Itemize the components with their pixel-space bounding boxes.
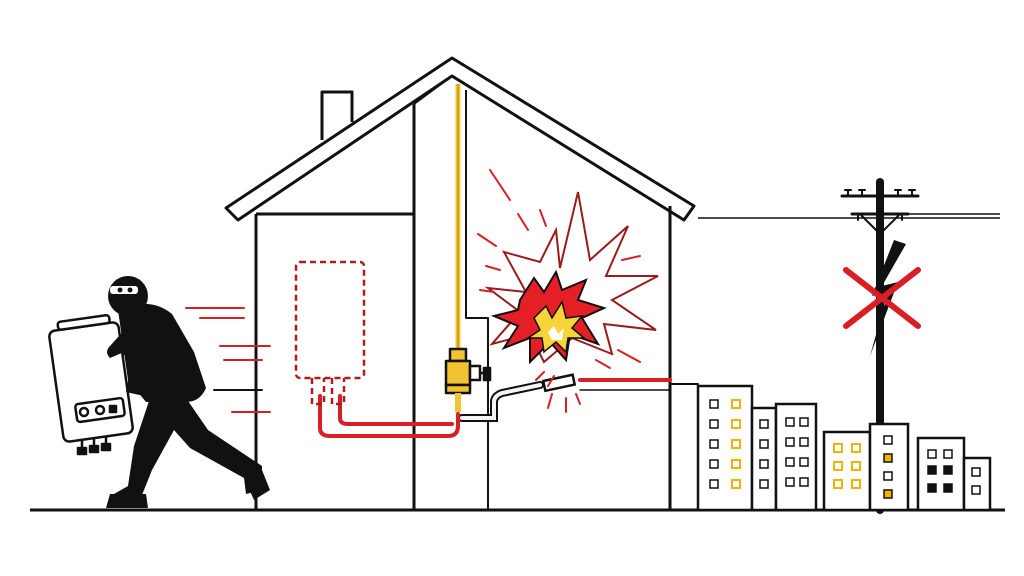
roof <box>224 56 696 222</box>
building-4 <box>822 430 872 512</box>
building-6 <box>916 436 966 512</box>
power-out-x-icon <box>843 267 921 329</box>
building-1 <box>696 384 754 512</box>
supply-pipe <box>458 373 577 422</box>
chimney <box>320 90 354 140</box>
shutoff-valve <box>444 347 492 412</box>
explosion <box>477 169 659 413</box>
power-lines <box>698 213 1000 219</box>
hot-water-pipe <box>318 378 699 438</box>
building-windows <box>709 399 981 499</box>
explosion-outer-burst <box>484 191 659 364</box>
house <box>224 56 696 510</box>
building-7 <box>962 456 992 512</box>
interior-wall-right <box>465 90 489 510</box>
motion-lines <box>185 307 271 413</box>
missing-heater-outline <box>294 260 366 406</box>
explosion-core <box>525 300 587 354</box>
lightning-bolt-icon <box>870 240 906 356</box>
explosion-sparks <box>477 169 641 413</box>
burglar-head <box>108 276 148 316</box>
building-3 <box>774 402 818 512</box>
interior-wall-top <box>413 75 453 105</box>
burglar <box>48 276 271 508</box>
